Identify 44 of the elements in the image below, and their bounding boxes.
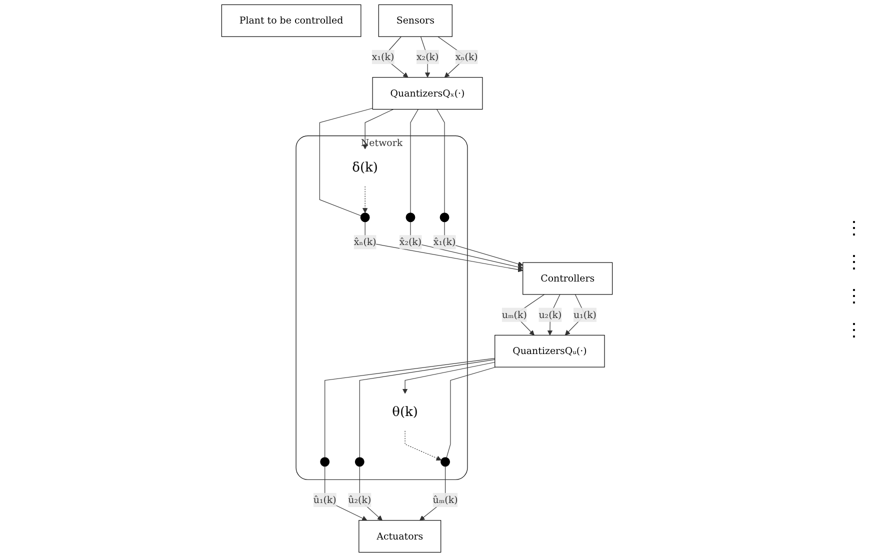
- node-switch: [360, 212, 370, 222]
- edge-label: x₂(k): [416, 51, 439, 62]
- edge-label: uₘ(k): [502, 308, 527, 320]
- node-box: Controllers: [522, 262, 613, 295]
- edge-label: xₙ(k): [455, 51, 478, 62]
- connector: [436, 108, 445, 214]
- node-box: Actuators: [358, 520, 442, 553]
- arrow: [364, 222, 524, 272]
- edge-label: ûₘ(k): [432, 494, 458, 506]
- arrow: [359, 466, 382, 521]
- ellipsis-label: ⋮: [845, 284, 863, 306]
- arrow: [404, 430, 442, 461]
- connector: [319, 108, 373, 216]
- node-switch: [440, 212, 450, 222]
- arrow: [324, 466, 368, 521]
- node-switch: [320, 457, 330, 467]
- node-switch: [354, 457, 364, 467]
- arrow: [444, 222, 524, 266]
- ellipsis-label: ⋮: [845, 250, 863, 272]
- edge-label: x̂₂(k): [399, 236, 422, 248]
- edge-label: x₁(k): [372, 51, 394, 62]
- node-text: θ(k): [392, 404, 418, 420]
- ellipsis-label: ⋮: [845, 318, 863, 340]
- node-text: δ(k): [352, 160, 378, 176]
- connector: [324, 358, 496, 458]
- node-switch: [406, 212, 416, 222]
- edge-label: x̂ₙ(k): [354, 236, 376, 248]
- edge-label: u₁(k): [574, 308, 596, 320]
- edge-label: û₂(k): [348, 494, 372, 506]
- ellipsis-label: ⋮: [845, 216, 863, 238]
- edge-label: x̂₁(k): [433, 236, 456, 248]
- node-box: Sensors: [378, 4, 452, 37]
- arrow: [362, 186, 368, 214]
- node-box: Plant to be controlled: [221, 4, 362, 37]
- arrow: [402, 362, 496, 394]
- node-box: QuantizersQᵤ(·): [494, 334, 605, 368]
- edge-label: u₂(k): [538, 308, 562, 320]
- connector: [359, 359, 496, 458]
- edge-label: û₁(k): [313, 494, 336, 506]
- node-switch: [440, 457, 450, 467]
- node-box: QuantizersQₓ(·): [372, 77, 483, 110]
- arrow: [410, 222, 524, 270]
- connector: [410, 108, 419, 214]
- connector: [446, 366, 496, 458]
